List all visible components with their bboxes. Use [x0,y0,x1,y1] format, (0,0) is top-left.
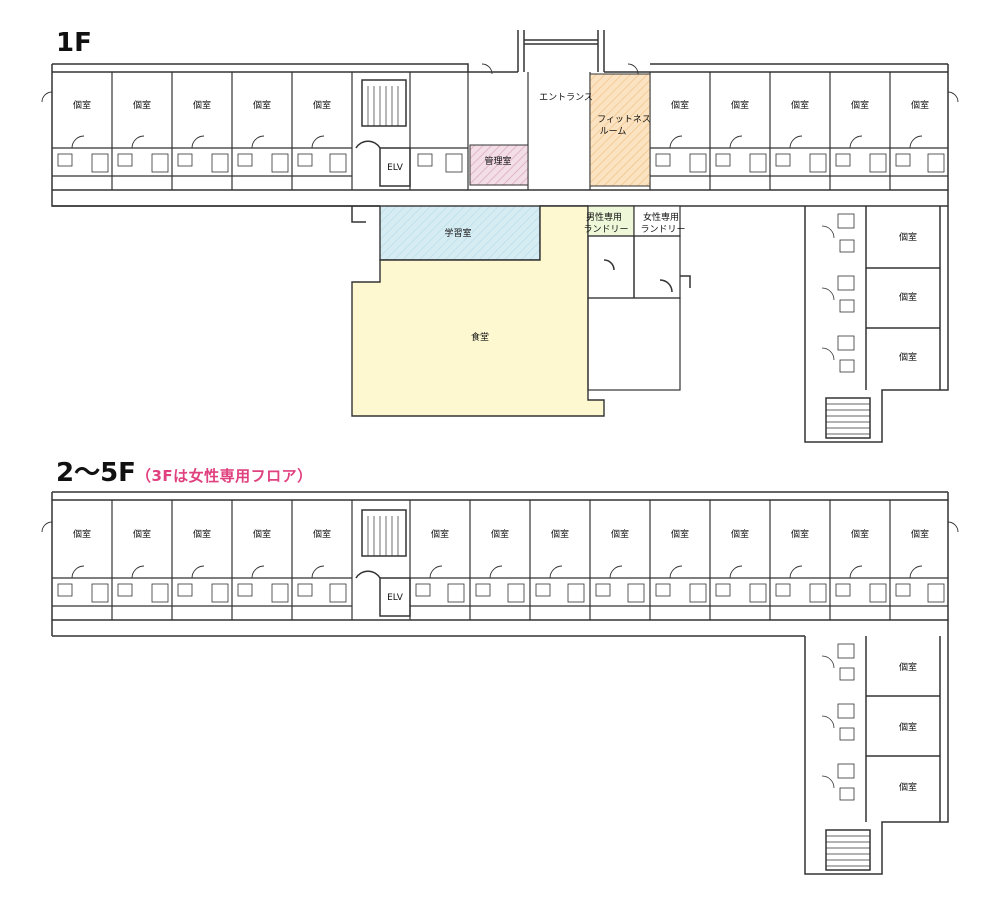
room-label: 個室 [313,99,331,111]
floor-2-5-plan [41,491,959,875]
room-label: 個室 [73,99,91,111]
room-label: 個室 [899,351,917,363]
room-label: 個室 [899,661,917,673]
room-label: 個室 [193,99,211,111]
room-label: 個室 [611,528,629,540]
room-label: 個室 [911,528,929,540]
room-label: 個室 [851,528,869,540]
room-label: 個室 [253,528,271,540]
fitness-label-1: フィットネス [597,114,651,125]
room-label: 個室 [911,99,929,111]
elevator-label: ELV [387,593,404,603]
room-label: 個室 [899,291,917,303]
room-label: 個室 [491,528,509,540]
room-label: 個室 [791,99,809,111]
dining-label: 食堂 [471,331,489,343]
room-label: 個室 [193,528,211,540]
floor-1-title: 1F [56,28,92,58]
floor-2-5-title: 2〜5F（3Fは女性専用フロア） [56,460,313,486]
room-label: 個室 [899,231,917,243]
room-label: 個室 [313,528,331,540]
fitness-label-2: ルーム [600,126,627,137]
floor-2-5-label: 2〜5F [56,458,136,488]
womens-laundry-label-1: 女性専用 [643,211,679,223]
womens-laundry-label-2: ランドリー [640,224,685,235]
room-label: 個室 [671,528,689,540]
room-label: 個室 [731,528,749,540]
entrance-label: エントランス [539,92,593,103]
womens-floor-note: （3Fは女性専用フロア） [135,467,313,485]
room-label: 個室 [671,99,689,111]
room-label: 個室 [133,528,151,540]
management-label: 管理室 [484,155,511,167]
room-label: 個室 [899,781,917,793]
room-label: 個室 [851,99,869,111]
mens-laundry-label-2: ランドリー [583,224,628,235]
floor-1-plan [41,30,959,443]
mens-laundry-label-1: 男性専用 [586,211,622,223]
room-label: 個室 [899,721,917,733]
room-label: 個室 [431,528,449,540]
room-label: 個室 [791,528,809,540]
room-label: 個室 [73,528,91,540]
study-room-label: 学習室 [444,227,471,239]
room-label: 個室 [551,528,569,540]
room-label: 個室 [731,99,749,111]
elevator-label: ELV [387,163,404,173]
room-label: 個室 [133,99,151,111]
room-label: 個室 [253,99,271,111]
